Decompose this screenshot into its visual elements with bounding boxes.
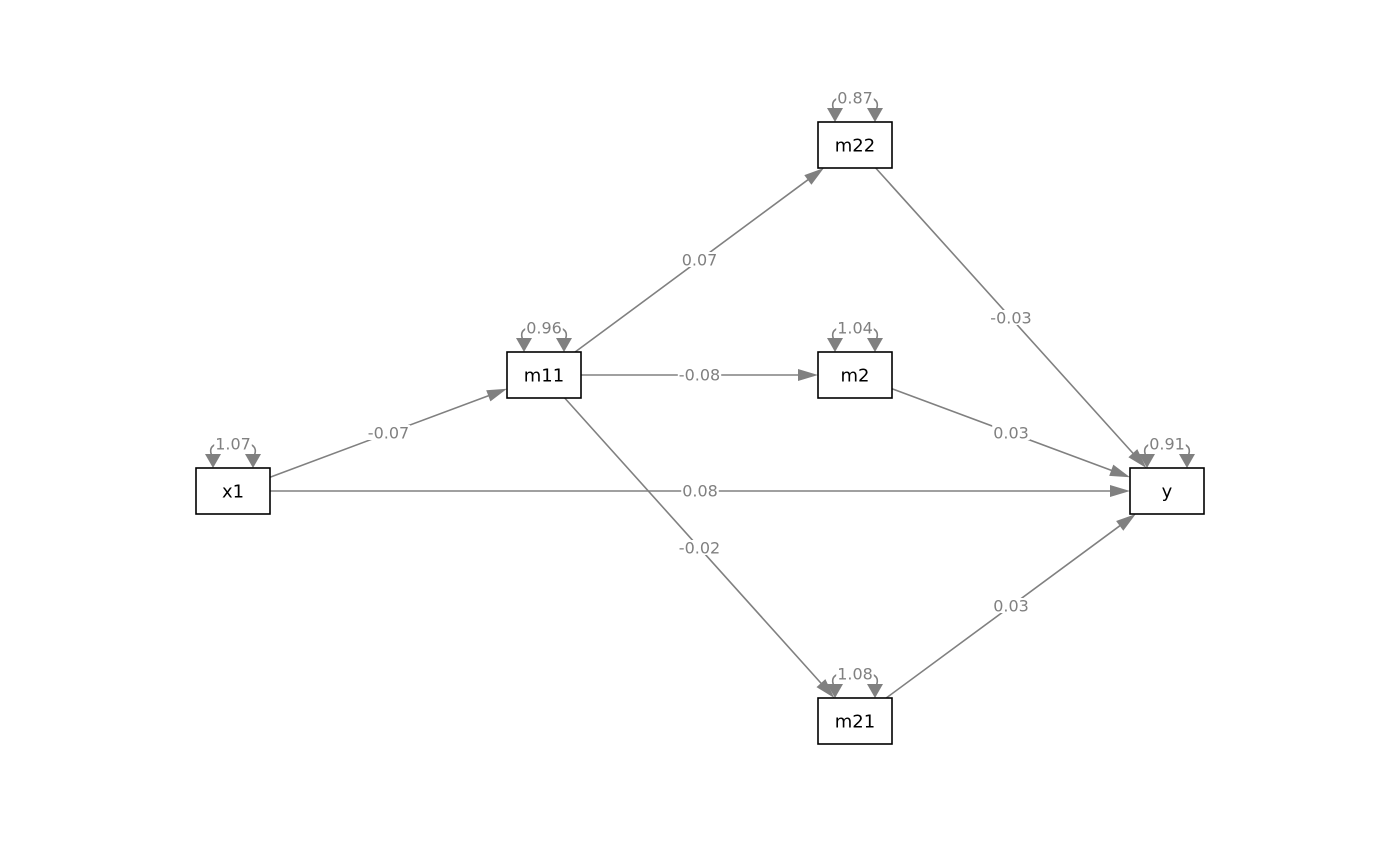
variance-arrowhead-right xyxy=(867,338,883,352)
variance-label-m22: 0.87 xyxy=(836,89,874,108)
variance-arrowhead-right xyxy=(867,684,883,698)
path-arrowhead xyxy=(816,679,835,698)
node-m21: m21 xyxy=(817,697,893,745)
path-arrowhead xyxy=(1110,485,1130,497)
path-arrowhead xyxy=(486,388,507,402)
node-label: m11 xyxy=(524,366,564,387)
edge-label-text: -0.02 xyxy=(679,539,720,558)
node-box xyxy=(506,351,582,399)
path-label-m21-to-y: 0.03 xyxy=(992,597,1030,616)
edge-label-text: 0.08 xyxy=(682,482,718,501)
edge-label-background xyxy=(366,425,411,440)
edge-label-background xyxy=(681,483,719,498)
edge-label-text: 0.03 xyxy=(993,424,1029,443)
path-label-m11-to-m22: 0.07 xyxy=(680,251,719,270)
edge-label-text: 0.07 xyxy=(682,251,718,270)
edge-label-background xyxy=(677,367,722,382)
variance-arrowhead-left xyxy=(1139,454,1155,468)
node-box xyxy=(817,697,893,745)
variance-arrowhead-right xyxy=(245,454,261,468)
edge-label-background xyxy=(992,425,1030,440)
path-label-x1-to-m11: -0.07 xyxy=(366,424,411,443)
edge-label-text: 0.96 xyxy=(526,319,562,338)
edge-labels-layer: -0.07 0.08 0.07 -0.08 -0.02 -0.03 0.03 0.03 1.07… xyxy=(214,89,1186,684)
node-x1: x1 xyxy=(195,467,271,515)
node-y: y xyxy=(1129,467,1205,515)
edge-label-background xyxy=(1148,436,1186,451)
edge-label-text: 1.04 xyxy=(837,319,873,338)
variance-arrowhead-right xyxy=(556,338,572,352)
edge-label-text: 0.87 xyxy=(837,89,873,108)
edge-label-background xyxy=(680,252,719,267)
node-label: m22 xyxy=(835,136,875,157)
variance-arrowhead-left xyxy=(827,338,843,352)
edge-label-background xyxy=(992,598,1030,613)
edge-label-background xyxy=(836,90,874,105)
variance-label-m2: 1.04 xyxy=(836,319,874,338)
edge-label-text: -0.08 xyxy=(679,366,720,385)
path-arrowhead xyxy=(1116,514,1136,531)
path-arrowhead xyxy=(1128,449,1147,468)
path-label-m22-to-y: -0.03 xyxy=(989,309,1033,328)
node-box xyxy=(195,467,271,515)
variance-arrowhead-left xyxy=(827,684,843,698)
path-label-m11-to-m2: -0.08 xyxy=(677,366,722,385)
edge-label-background xyxy=(836,666,874,681)
edge-label-background xyxy=(214,436,252,451)
path-arrowhead xyxy=(804,168,824,185)
node-box xyxy=(1129,467,1205,515)
edge-label-background xyxy=(836,320,874,335)
path-arrowhead xyxy=(1109,464,1130,478)
edge-label-text: 0.03 xyxy=(993,597,1029,616)
path-arrowhead xyxy=(798,369,818,381)
node-label: y xyxy=(1162,482,1173,503)
edge-label-background xyxy=(677,540,722,555)
variance-arrowhead-left xyxy=(516,338,532,352)
path-label-m11-to-m21: -0.02 xyxy=(677,539,722,558)
edge-label-background xyxy=(525,320,563,335)
node-m11: m11 xyxy=(506,351,582,399)
variance-arrowhead-right xyxy=(1179,454,1195,468)
node-label: m21 xyxy=(835,712,875,733)
node-box xyxy=(817,351,893,399)
path-label-x1-to-y: 0.08 xyxy=(681,482,719,501)
nodes-layer: x1 m11 m22 m2 m21 y xyxy=(195,121,1205,745)
node-m2: m2 xyxy=(817,351,893,399)
variances-layer xyxy=(205,95,1195,698)
variance-label-y: 0.91 xyxy=(1148,435,1186,454)
edge-label-text: -0.03 xyxy=(990,309,1031,328)
edge-label-text: 1.07 xyxy=(215,435,251,454)
variance-label-x1: 1.07 xyxy=(214,435,252,454)
path-label-m2-to-y: 0.03 xyxy=(992,424,1030,443)
variance-label-m11: 0.96 xyxy=(525,319,563,338)
edge-label-text: 0.91 xyxy=(1149,435,1185,454)
node-m22: m22 xyxy=(817,121,893,169)
node-label: x1 xyxy=(222,482,244,503)
edge-label-text: -0.07 xyxy=(368,424,409,443)
variance-label-m21: 1.08 xyxy=(836,665,874,684)
variance-arrowhead-right xyxy=(867,108,883,122)
variance-arrowhead-left xyxy=(205,454,221,468)
node-label: m2 xyxy=(841,366,870,387)
node-box xyxy=(817,121,893,169)
variance-arrowhead-left xyxy=(827,108,843,122)
edge-label-background xyxy=(989,310,1033,325)
edge-label-text: 1.08 xyxy=(837,665,873,684)
